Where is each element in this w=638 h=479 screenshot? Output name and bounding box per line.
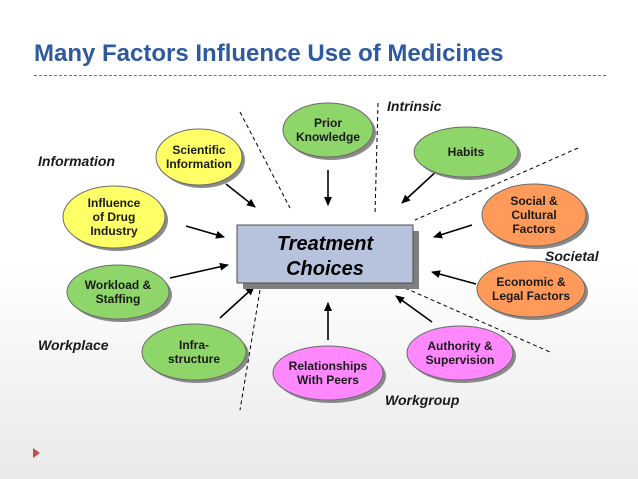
- factor-label: Authority &: [427, 339, 493, 353]
- arrow: [169, 262, 229, 279]
- category-workgroup: Workgroup: [385, 392, 460, 408]
- arrow: [185, 225, 225, 239]
- factor-oval: [155, 128, 243, 186]
- factor-authority-supervision: Authority &Supervision: [406, 325, 516, 383]
- boundary-line: [239, 289, 261, 411]
- arrow: [219, 286, 255, 319]
- factor-infrastructure: Infra-structure: [141, 323, 249, 383]
- factor-oval: [476, 260, 586, 318]
- factor-label: Relationships: [289, 359, 368, 373]
- factor-label: Economic &: [496, 275, 566, 289]
- factor-label: Factors: [512, 222, 556, 236]
- factor-oval: [413, 126, 519, 178]
- triangle-right-icon: [33, 448, 40, 458]
- arrow: [401, 167, 441, 204]
- factor-label: Knowledge: [296, 130, 360, 144]
- arrow: [433, 224, 473, 239]
- boundary-line: [414, 147, 579, 221]
- arrow: [395, 295, 433, 323]
- factor-workload-staffing: Workload &Staffing: [66, 264, 172, 322]
- boundary-lines: [239, 102, 579, 411]
- center-title-line2: Choices: [286, 258, 364, 280]
- factor-label: Infra-: [179, 338, 209, 352]
- factor-label: Habits: [448, 145, 485, 159]
- factor-label: Information: [166, 157, 232, 171]
- boundary-line: [239, 111, 291, 209]
- boundary-line: [374, 102, 379, 216]
- factor-oval: [141, 323, 247, 381]
- factor-oval: [272, 345, 384, 401]
- factor-oval: [282, 102, 374, 158]
- center-title-line1: Treatment: [277, 233, 375, 255]
- category-intrinsic: Intrinsic: [387, 98, 442, 114]
- arrow: [431, 270, 477, 285]
- factor-oval: [406, 325, 514, 381]
- factor-oval: [62, 185, 166, 249]
- factor-economic-legal: Economic &Legal Factors: [476, 260, 588, 320]
- title-divider: [34, 75, 606, 76]
- factor-label: With Peers: [297, 373, 359, 387]
- factor-habits: Habits: [413, 126, 521, 180]
- factor-label: Industry: [90, 224, 138, 238]
- category-labels: Intrinsic Information Societal Workplace…: [38, 98, 600, 408]
- factor-oval: [481, 183, 587, 247]
- arrows: [169, 167, 477, 340]
- factor-label: Supervision: [426, 353, 495, 367]
- factor-oval: [66, 264, 170, 320]
- factor-label: Cultural: [511, 208, 556, 222]
- factor-label: structure: [168, 352, 220, 366]
- factor-label: Social &: [510, 194, 558, 208]
- treatment-choices-box: Treatment Choices: [236, 224, 419, 289]
- factor-label: Prior: [314, 116, 342, 130]
- page-title: Many Factors Influence Use of Medicines: [34, 40, 504, 67]
- arrow: [225, 183, 256, 208]
- factor-label: Influence: [88, 196, 141, 210]
- category-information: Information: [38, 153, 115, 169]
- factor-label: Legal Factors: [492, 289, 570, 303]
- factor-label: Staffing: [96, 292, 141, 306]
- factor-label: of Drug: [93, 210, 136, 224]
- category-societal: Societal: [545, 248, 600, 264]
- factor-label: Workload &: [85, 278, 152, 292]
- category-workplace: Workplace: [38, 337, 109, 353]
- factor-label: Scientific: [172, 143, 226, 157]
- boundary-line: [404, 287, 551, 353]
